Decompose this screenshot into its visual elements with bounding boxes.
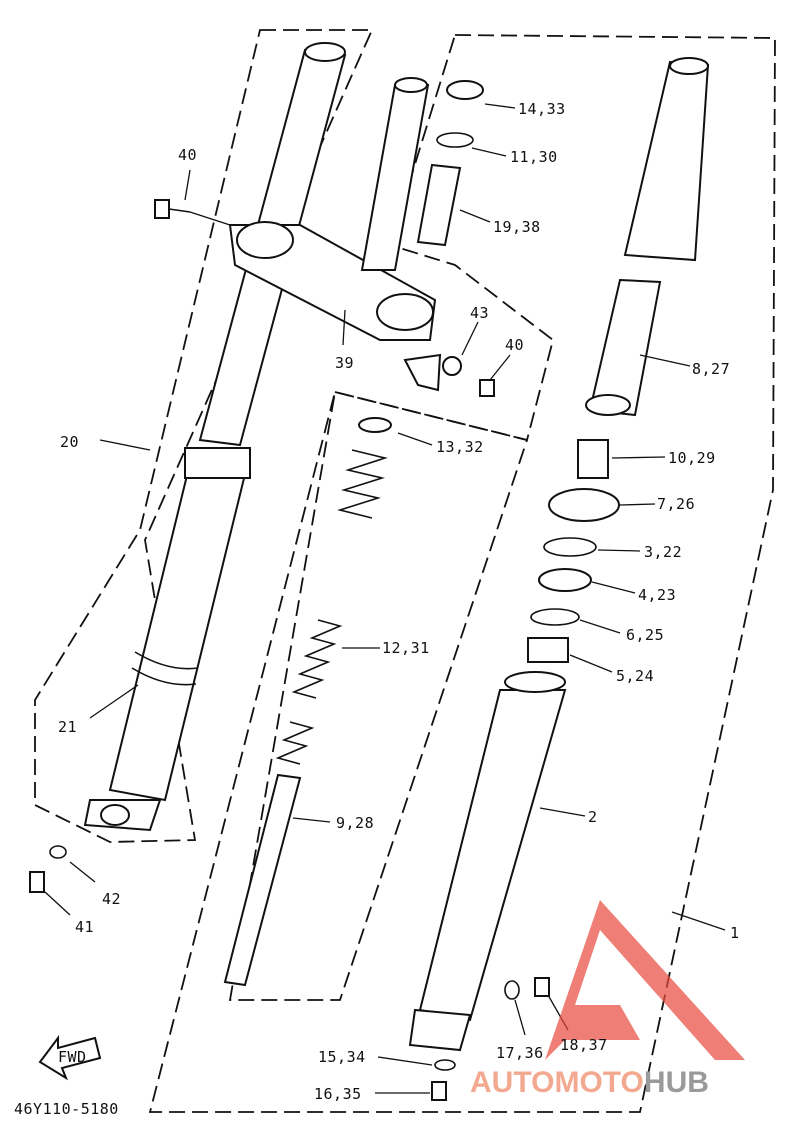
left-fork-collar	[184, 447, 251, 479]
triple-clamp	[228, 77, 437, 341]
clamp-left-eye	[236, 221, 294, 259]
bushing-5-24	[527, 637, 569, 663]
label-11-30: 11,30	[510, 148, 558, 166]
part-7-26	[548, 488, 620, 522]
label-3-22: 3,22	[644, 543, 682, 561]
label-21: 21	[58, 718, 77, 736]
label-15-34: 15,34	[318, 1048, 366, 1066]
spring-12-mid	[291, 619, 343, 699]
bolt-40-head	[154, 199, 170, 219]
fwd-label: FWD	[58, 1048, 87, 1066]
left-fork-group-outline	[34, 29, 374, 843]
washer-42	[49, 845, 67, 859]
left-fork-clamp-ring-lower	[131, 667, 197, 686]
label-43: 43	[470, 304, 489, 322]
label-14-33: 14,33	[518, 100, 566, 118]
bolt-40b-head	[479, 379, 495, 397]
right-inner-tube-upper	[623, 60, 710, 262]
outer-tube-2-axle	[408, 1008, 472, 1052]
spacer-19	[416, 163, 462, 247]
o-ring-11	[436, 132, 474, 148]
left-fork-clamp-ring	[134, 651, 199, 670]
clip-3-22	[543, 537, 597, 557]
label-10-29: 10,29	[668, 449, 716, 467]
label-1: 1	[730, 924, 740, 942]
label-16-35: 16,35	[314, 1085, 362, 1103]
bolt-40-shank	[168, 208, 191, 213]
label-5-24: 5,24	[616, 667, 654, 685]
leader-lines	[44, 103, 726, 1094]
watermark-logo	[545, 900, 745, 1060]
watermark-text: AUTOMOTOHUB	[470, 1066, 709, 1099]
part-8-27	[588, 278, 662, 417]
bolt-18	[534, 977, 550, 997]
spring-12-lower	[275, 721, 315, 765]
label-7-26: 7,26	[657, 495, 695, 513]
watermark-moto: MOTO	[554, 1066, 643, 1099]
spring-seat-13	[358, 417, 392, 433]
damper-rod-9	[223, 773, 302, 987]
label-8-27: 8,27	[692, 360, 730, 378]
steering-stem-top	[394, 77, 428, 93]
clamp-right-eye	[376, 293, 434, 331]
label-2: 2	[588, 808, 598, 826]
cap-bolt-14	[446, 80, 484, 100]
label-19-38: 19,38	[493, 218, 541, 236]
label-18-37: 18,37	[560, 1036, 608, 1054]
diagram-code: 46Y110-5180	[14, 1100, 119, 1118]
bracket-43	[403, 353, 442, 392]
label-20: 20	[60, 433, 79, 451]
label-4-23: 4,23	[638, 586, 676, 604]
washer-43	[442, 356, 462, 376]
part-10-29	[577, 439, 609, 479]
washer-6-25	[530, 608, 580, 626]
outer-tube-2-top	[504, 671, 566, 693]
washer-15	[434, 1059, 456, 1071]
label-13-32: 13,32	[436, 438, 484, 456]
part-8-27-base	[585, 394, 631, 416]
left-tube-cap	[304, 42, 346, 62]
damper-group-outline	[228, 390, 529, 1001]
label-17-36: 17,36	[496, 1044, 544, 1062]
label-41: 41	[75, 918, 94, 936]
label-6-25: 6,25	[626, 626, 664, 644]
label-12-31: 12,31	[382, 639, 430, 657]
label-40-right: 40	[505, 336, 524, 354]
label-9-28: 9,28	[336, 814, 374, 832]
watermark-hub: HUB	[644, 1066, 709, 1099]
outer-tube-2	[418, 689, 567, 1022]
seal-4-23	[538, 568, 592, 592]
right-tube-cap	[669, 57, 709, 75]
bolt-16	[431, 1081, 447, 1101]
left-axle-hole	[100, 804, 130, 826]
spring-12-upper	[337, 449, 388, 519]
left-fork-assembly	[83, 42, 347, 832]
inner-parts-group-outline	[148, 34, 776, 1113]
watermark-auto: AUTO	[470, 1066, 554, 1099]
label-42: 42	[102, 890, 121, 908]
washer-17	[504, 980, 520, 1000]
fwd-arrow: FWD	[38, 1035, 102, 1081]
label-40-top: 40	[178, 146, 197, 164]
label-39: 39	[335, 354, 354, 372]
bolt-40-line	[189, 211, 231, 226]
bolt-41	[29, 871, 45, 893]
